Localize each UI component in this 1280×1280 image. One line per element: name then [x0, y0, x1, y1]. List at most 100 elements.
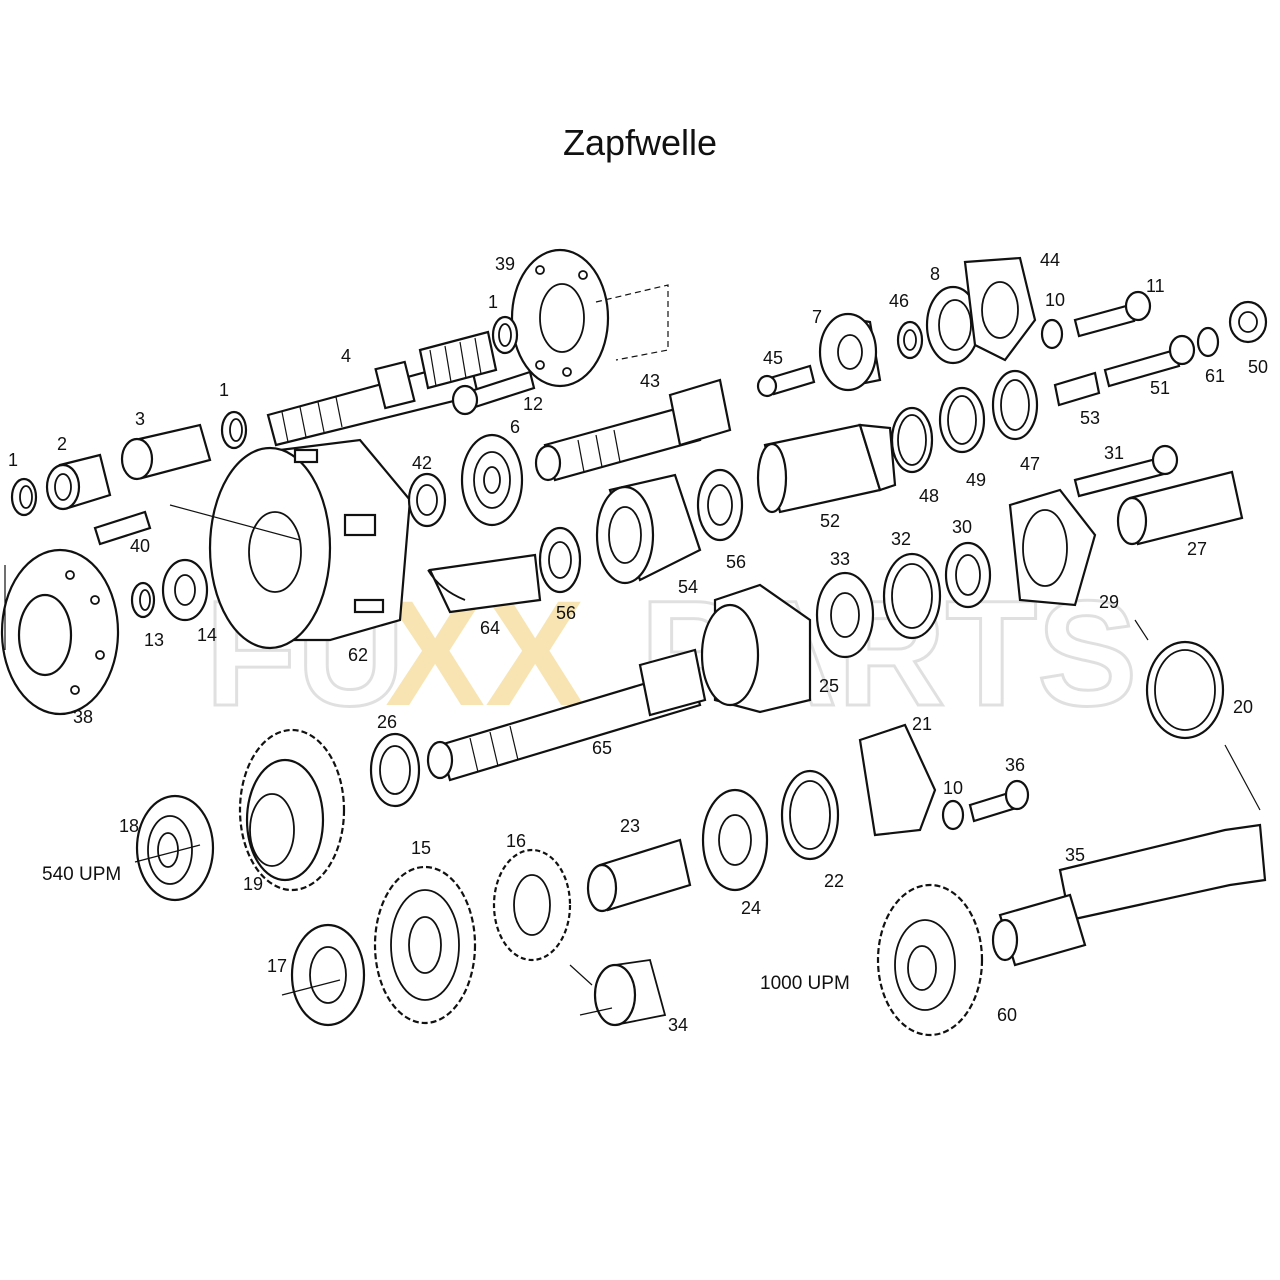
part-23-pinion	[586, 838, 692, 913]
part-49-ring	[938, 386, 986, 454]
label-62: 62	[348, 645, 368, 665]
label-44: 44	[1040, 250, 1060, 270]
part-47-ring	[991, 369, 1039, 441]
label-53: 53	[1080, 408, 1100, 428]
part-38-hub-flange	[0, 548, 120, 716]
label-51: 51	[1150, 378, 1170, 398]
part-39-flange	[510, 248, 669, 388]
label-4: 4	[341, 346, 351, 366]
label-21: 21	[912, 714, 932, 734]
part-52-sleeve	[756, 423, 897, 514]
part-32-ring	[882, 552, 942, 640]
label-47: 47	[1020, 454, 1040, 474]
label-56: 56	[726, 552, 746, 572]
part-2-sleeve	[45, 453, 112, 511]
label-49: 49	[966, 470, 986, 490]
label-1000-upm: 1000 UPM	[760, 973, 850, 994]
label-11: 11	[1146, 276, 1165, 296]
label-54: 54	[678, 577, 698, 597]
label-14: 14	[197, 625, 217, 645]
part-16-gear	[492, 848, 572, 962]
label-2: 2	[57, 434, 67, 454]
part-14-bearing	[161, 558, 209, 622]
label-29: 29	[1099, 592, 1119, 612]
leader-lines	[569, 619, 1261, 1016]
part-50-nut	[1228, 300, 1268, 344]
part-7-bearing	[818, 312, 882, 392]
part-12-bolt	[451, 370, 536, 416]
part-51-bolt	[1103, 334, 1196, 388]
part-44-cover	[963, 256, 1037, 362]
label-36: 36	[1005, 755, 1025, 775]
part-1-circlip-left	[10, 477, 38, 517]
part-24-bearing	[701, 788, 769, 892]
part-15-gear	[373, 865, 477, 1025]
label-16: 16	[506, 831, 526, 851]
part-35-output-shaft	[991, 823, 1267, 967]
part-27-sleeve	[1116, 470, 1244, 546]
part-60-gear	[876, 883, 984, 1037]
part-29-cover	[1008, 488, 1097, 607]
label-18: 18	[119, 816, 139, 836]
part-36-bolt	[968, 779, 1030, 823]
label-3: 3	[135, 409, 145, 429]
label-19: 19	[243, 874, 263, 894]
part-64-shift-sleeve	[427, 553, 542, 614]
part-42-ring	[407, 472, 447, 528]
part-61-washer	[1196, 326, 1220, 358]
label-45: 45	[763, 348, 783, 368]
label-1: 1	[488, 292, 498, 312]
label-23: 23	[620, 816, 640, 836]
label-56: 56	[556, 603, 576, 623]
label-33: 33	[830, 549, 850, 569]
part-6-bearing	[460, 433, 524, 527]
part-22-ring	[780, 769, 840, 861]
part-40-pin	[93, 510, 152, 546]
label-17: 17	[267, 956, 287, 976]
label-20: 20	[1233, 697, 1253, 717]
label-50: 50	[1248, 357, 1268, 377]
label-8: 8	[930, 264, 940, 284]
part-20-cap	[1145, 640, 1225, 740]
part-13-circlip	[130, 581, 156, 619]
label-31: 31	[1104, 443, 1124, 463]
part-21-cover	[858, 723, 937, 837]
label-43: 43	[640, 371, 660, 391]
diagram-title: Zapfwelle	[562, 122, 718, 163]
label-35: 35	[1065, 845, 1085, 865]
part-10-lockwasher-bottom	[941, 799, 965, 831]
label-60: 60	[997, 1005, 1017, 1025]
label-38: 38	[73, 707, 93, 727]
part-30-seal	[944, 541, 992, 609]
label-65: 65	[592, 738, 612, 758]
part-45-bolt	[756, 364, 816, 398]
label-40: 40	[130, 536, 150, 556]
part-48-ring	[890, 406, 934, 474]
label-34: 34	[668, 1015, 688, 1035]
label-1: 1	[8, 450, 18, 470]
label-10: 10	[943, 778, 963, 798]
part-10-lockwasher-top	[1040, 318, 1064, 350]
part-1-circlip-top	[491, 315, 519, 355]
label-30: 30	[952, 517, 972, 537]
part-31-bolt	[1073, 444, 1179, 498]
label-32: 32	[891, 529, 911, 549]
part-4-shaft	[266, 330, 498, 447]
label-52: 52	[820, 511, 840, 531]
label-25: 25	[819, 676, 839, 696]
label-13: 13	[144, 630, 164, 650]
label-22: 22	[824, 871, 844, 891]
part-number-labels: 39 1 4 12 1 3 2 1 40 13 14 38 62 42 6 43…	[8, 250, 1268, 1035]
part-33-bearing	[815, 571, 875, 659]
label-61: 61	[1205, 366, 1225, 386]
label-48: 48	[919, 486, 939, 506]
part-1-circlip-mid	[220, 410, 248, 450]
label-1: 1	[219, 380, 229, 400]
label-10: 10	[1045, 290, 1065, 310]
part-53-spring	[1053, 371, 1101, 407]
label-15: 15	[411, 838, 431, 858]
part-62-clutch-drum	[169, 438, 412, 650]
part-17-bearing	[281, 923, 366, 1027]
part-65-shaft	[426, 648, 707, 782]
